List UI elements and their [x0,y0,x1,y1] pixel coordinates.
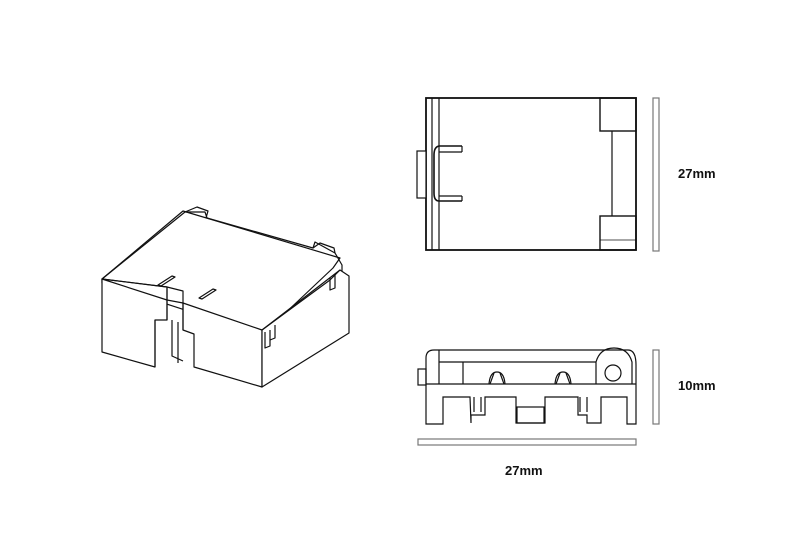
height-dimension-label: 27mm [678,166,716,181]
isometric-view [101,206,350,388]
thickness-dimension-label: 10mm [678,378,716,393]
side-view [417,347,660,446]
width-dimension-label: 27mm [505,463,543,478]
thickness-dimension-bar [652,349,660,425]
width-dimension-bar [417,438,637,446]
height-dimension-bar [652,97,660,252]
top-view [416,97,660,252]
